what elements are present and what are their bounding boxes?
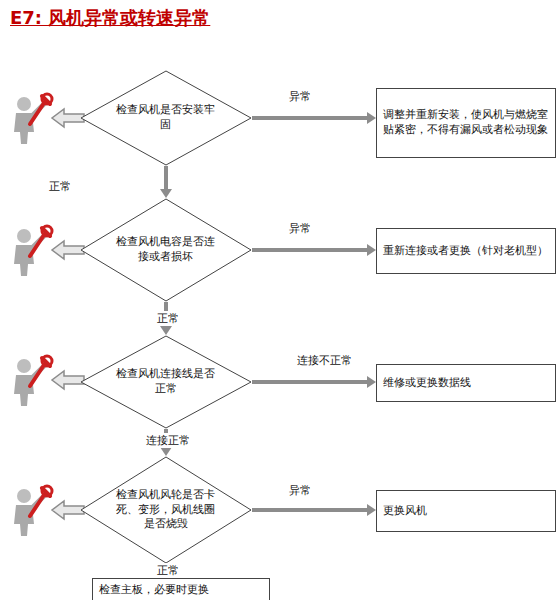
decision-diamond: 检查风机风轮是否卡死、变形，风机线圈是否烧毁 [80,456,252,564]
edge-label: 正常 [47,179,73,194]
decision-text: 检查风机是否安装牢固 [113,103,220,133]
process-text: 检查主板，必要时更换 [99,583,209,598]
process-text: 重新连接或者更换（针对老机型） [383,244,548,259]
flow-arrow [252,244,376,256]
worker-icon [14,226,52,276]
decision-diamond: 检查风机电容是否连接或者损坏 [80,198,252,302]
edge-label: 异常 [287,483,313,498]
decision-text: 检查风机风轮是否卡死、变形，风机线圈是否烧毁 [113,488,220,533]
flow-arrow [252,376,376,388]
diagram-title: E7: 风机异常或转速异常 [10,6,210,30]
side-arrow [52,371,84,389]
process-box: 检查主板，必要时更换 [92,578,270,600]
flow-arrow [160,166,172,198]
side-arrow [52,109,84,127]
decision-diamond: 检查风机是否安装牢固 [80,70,252,166]
process-text: 维修或更换数据线 [383,376,471,391]
process-box: 更换风机 [376,490,556,532]
flow-arrow [252,504,376,516]
edge-label: 正常 [155,563,181,578]
edge-label: 连接正常 [144,433,192,448]
worker-icon [14,356,52,406]
side-arrow [52,501,84,519]
worker-icon [14,94,52,144]
edge-label: 正常 [155,311,181,326]
edge-label: 异常 [287,89,313,104]
edge-label: 异常 [287,221,313,236]
edge-label: 连接不正常 [295,353,354,368]
decision-text: 检查风机电容是否连接或者损坏 [113,235,220,265]
process-text: 更换风机 [383,504,427,519]
process-box: 维修或更换数据线 [376,364,556,402]
process-box: 调整并重新安装，使风机与燃烧室贴紧密，不得有漏风或者松动现象 [376,88,556,158]
process-text: 调整并重新安装，使风机与燃烧室贴紧密，不得有漏风或者松动现象 [383,108,549,138]
decision-text: 检查风机连接线是否正常 [113,367,220,397]
decision-diamond: 检查风机连接线是否正常 [80,335,252,429]
worker-icon [14,486,52,536]
process-box: 重新连接或者更换（针对老机型） [376,228,556,274]
side-arrow [52,241,84,259]
flow-arrow [252,112,376,124]
